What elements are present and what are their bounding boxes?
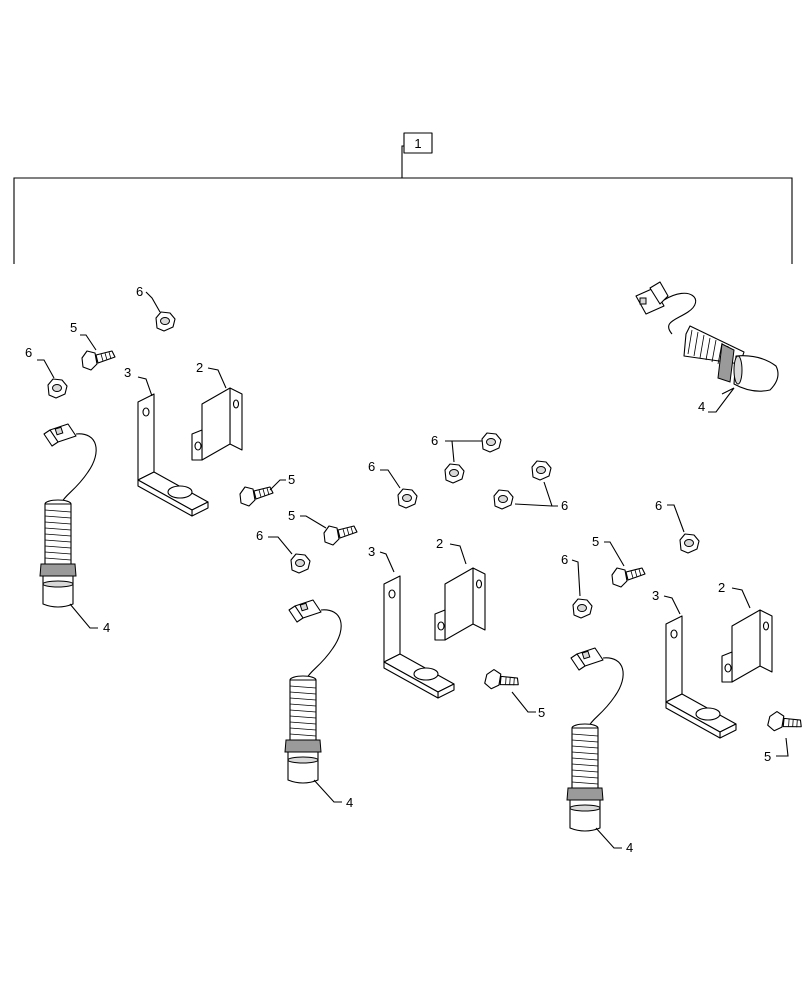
bolt-5-mid-low bbox=[482, 667, 521, 698]
callout-3-right: 3 bbox=[652, 588, 659, 603]
sensor-4-left bbox=[39, 423, 97, 608]
nut-6-cluster-2 bbox=[444, 463, 465, 484]
sensor-4-topright bbox=[635, 281, 779, 392]
bracket-2-left bbox=[191, 387, 243, 461]
callout-5-midbolt: 5 bbox=[288, 508, 295, 523]
callout-6-cluster-c: 6 bbox=[561, 498, 568, 513]
callout-5-right: 5 bbox=[592, 534, 599, 549]
sensor-4-mid bbox=[284, 599, 342, 784]
callout-4-mid: 4 bbox=[346, 795, 353, 810]
callout-6-midnut: 6 bbox=[256, 528, 263, 543]
callout-5-leftbolt: 5 bbox=[288, 472, 295, 487]
nut-6-left bbox=[47, 378, 68, 399]
bracket-2-mid bbox=[434, 567, 486, 641]
nut-6-cluster-1 bbox=[481, 432, 502, 453]
bracket-2-right bbox=[721, 609, 773, 683]
callout-4-left: 4 bbox=[103, 620, 110, 635]
nut-6-right-a bbox=[679, 533, 700, 554]
callout-6-left: 6 bbox=[25, 345, 32, 360]
bolt-5-right-low bbox=[765, 709, 804, 740]
sensor-4-right bbox=[566, 647, 624, 832]
bolt-5-left-mid bbox=[239, 486, 274, 507]
callout-2-mid: 2 bbox=[436, 536, 443, 551]
nut-6-cluster-4 bbox=[531, 460, 552, 481]
bolt-5-mid bbox=[323, 525, 358, 546]
nut-6-mid bbox=[290, 553, 311, 574]
nut-6-cluster-3 bbox=[397, 488, 418, 509]
callout-6-cluster-a: 6 bbox=[431, 433, 438, 448]
callout-2-left: 2 bbox=[196, 360, 203, 375]
callout-6-cluster-b: 6 bbox=[368, 459, 375, 474]
callout-6-right-a: 6 bbox=[655, 498, 662, 513]
callout-2-right: 2 bbox=[718, 580, 725, 595]
nut-6-cluster-5 bbox=[493, 489, 514, 510]
callout-5-rightlow: 5 bbox=[764, 749, 771, 764]
callout-3-mid: 3 bbox=[368, 544, 375, 559]
bolt-5-right bbox=[611, 567, 646, 588]
callout-3-left: 3 bbox=[124, 365, 131, 380]
assembly-brace bbox=[13, 145, 793, 264]
assembly-label-box bbox=[403, 132, 433, 154]
callout-5-midlow: 5 bbox=[538, 705, 545, 720]
callout-6-right-b: 6 bbox=[561, 552, 568, 567]
callout-4-topright: 4 bbox=[698, 399, 705, 414]
callout-6-top: 6 bbox=[136, 284, 143, 299]
assembly-label: 1 bbox=[414, 136, 421, 151]
nut-6-right-b bbox=[572, 598, 593, 619]
callout-5-top: 5 bbox=[70, 320, 77, 335]
callout-4-right: 4 bbox=[626, 840, 633, 855]
nut-6-top bbox=[155, 311, 176, 332]
bolt-5-top bbox=[81, 350, 116, 371]
